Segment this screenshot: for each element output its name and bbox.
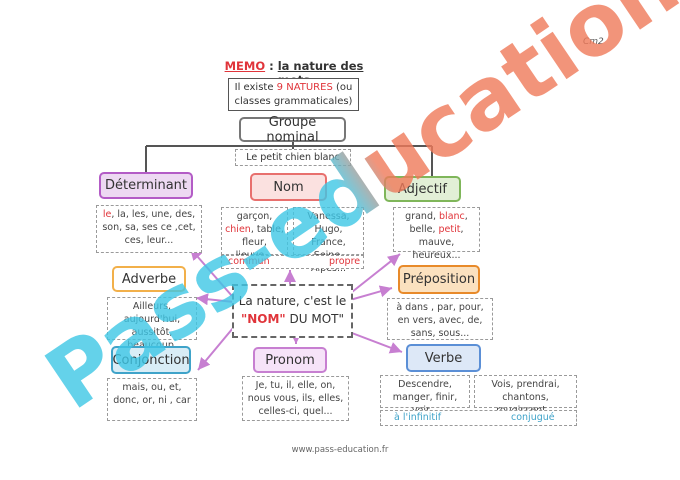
nom-propre-examples: Vanessa, Hugo, France, Seine, Alpes... bbox=[293, 207, 364, 274]
conjonction-box: Conjonction bbox=[111, 346, 191, 374]
footer-url: www.pass-education.fr bbox=[291, 445, 389, 455]
adverbe-examples: Ailleurs, aujourd'hui, aussitôt, beaucou… bbox=[107, 297, 197, 364]
pronom-examples: Je, tu, il, elle, on, nous vous, ils, el… bbox=[242, 376, 349, 421]
page-title: MEMO : la nature des mots bbox=[218, 59, 370, 87]
verbe-conjugue-tag: conjugué bbox=[511, 412, 555, 423]
verbe-tags-box: à l'infinitif conjugué bbox=[380, 410, 577, 426]
nine-natures: 9 NATURES bbox=[276, 82, 333, 93]
level-label: Cm2 bbox=[583, 37, 604, 47]
adjectif-box: Adjectif bbox=[384, 176, 461, 202]
pronom-box: Pronom bbox=[253, 347, 327, 373]
determinant-box: Déterminant bbox=[99, 172, 193, 199]
preposition-box: Préposition bbox=[398, 265, 480, 294]
groupe-nominal-box: Groupe nominal bbox=[239, 115, 346, 145]
nom-propre-tag: propre bbox=[329, 256, 361, 267]
adverbe-box: Adverbe bbox=[112, 266, 186, 292]
groupe-nominal-connector bbox=[145, 142, 433, 176]
verbe-infinitif-tag: à l'infinitif bbox=[394, 412, 442, 423]
conjonction-examples: mais, ou, et, donc, or, ni , car bbox=[107, 378, 197, 421]
intro-box: Il existe 9 NATURES (ou classes grammati… bbox=[228, 78, 359, 111]
memo-label: MEMO bbox=[224, 59, 266, 73]
nom-commun-examples: garçon, chien, table, fleur, lieuve... bbox=[221, 207, 288, 261]
nature-center-box: La nature, c'est le "NOM" DU MOT" bbox=[232, 284, 353, 338]
verbe-box: Verbe bbox=[406, 344, 481, 372]
nom-box: Nom bbox=[250, 173, 327, 201]
adjectif-examples: grand, blanc, belle, petit, mauve, heure… bbox=[393, 207, 480, 261]
preposition-examples: à dans , par, pour, en vers, avec, de, s… bbox=[387, 298, 493, 340]
verbe-conjugue-examples: Vois, prendrai, chantons, rougissent... bbox=[474, 375, 577, 416]
groupe-nominal-example: Le petit chien blanc bbox=[235, 149, 351, 166]
determinant-examples: le, la, les, une, des, son, sa, ses ce ,… bbox=[96, 205, 202, 253]
verbe-infinitif-examples: Descendre, manger, finir, voir... bbox=[380, 375, 470, 416]
nom-commun-tag: commun bbox=[228, 256, 270, 267]
nom-tags-box: commun propre bbox=[221, 255, 364, 269]
